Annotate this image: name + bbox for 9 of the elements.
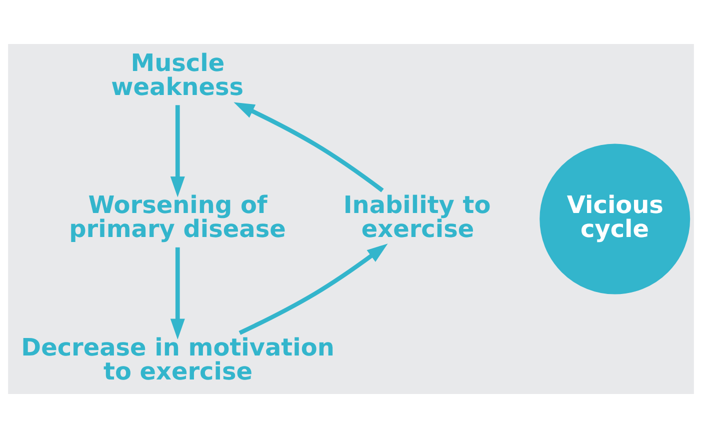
node-text: Decrease in motivation to exercise <box>21 332 334 385</box>
node-circle: Vicious cycle <box>540 143 690 294</box>
node-text: Inability to exercise <box>343 190 491 243</box>
arrow <box>234 102 384 192</box>
node-text: Muscle weakness <box>111 48 244 100</box>
arrow <box>170 246 185 340</box>
arrow <box>170 104 185 197</box>
arrow <box>238 243 388 334</box>
node-text: Worsening of primary disease <box>69 190 286 243</box>
